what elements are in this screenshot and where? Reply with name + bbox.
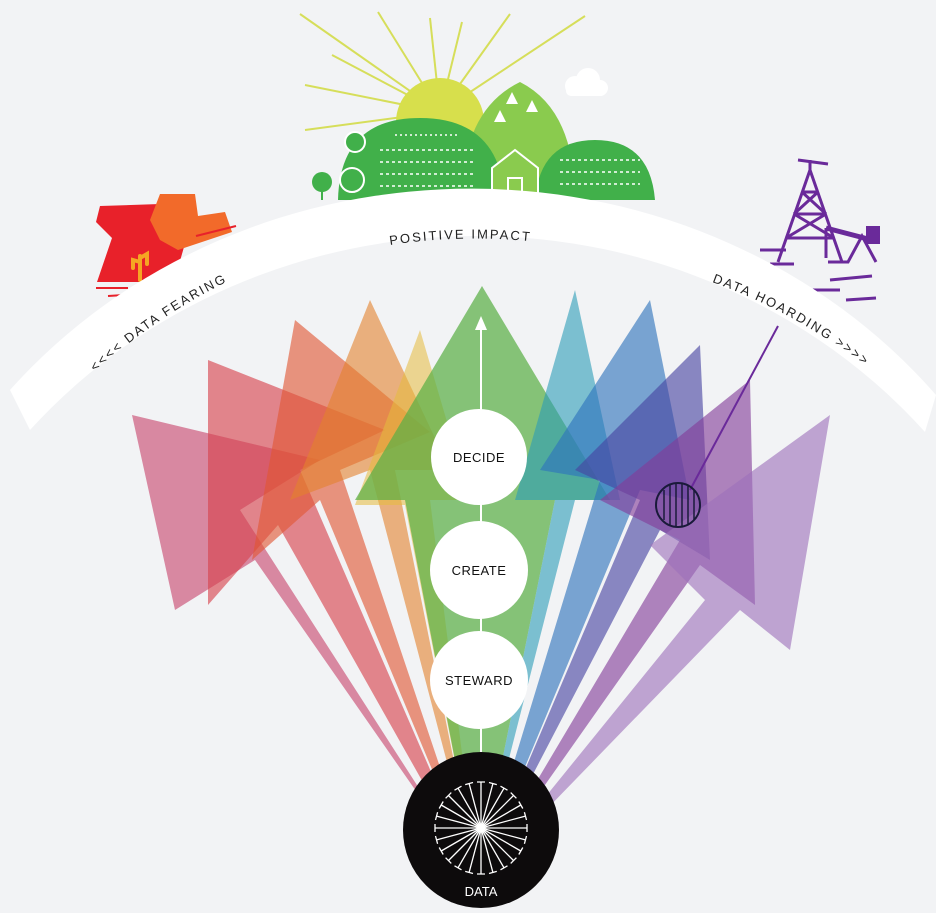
round-trees (312, 131, 366, 200)
stage-create: CREATE (430, 521, 528, 619)
sunny-hills-farm-icon (299, 11, 655, 201)
oil-rig-icon (760, 158, 880, 302)
crop-rows (380, 134, 640, 187)
cloud-icon (565, 68, 608, 96)
stage-decide: DECIDE (431, 409, 527, 505)
hoarding-callout-line (689, 325, 779, 491)
left-hill (338, 118, 505, 200)
stage-steward: STEWARD (430, 631, 528, 729)
arrow-data-hoarding-4 (478, 380, 755, 880)
data-source-label: DATA (465, 884, 498, 899)
stage-create-label: CREATE (452, 563, 507, 578)
pine-trees (494, 92, 538, 122)
hoarding-marker (655, 482, 701, 528)
stage-steward-label: STEWARD (445, 673, 513, 688)
right-hill (535, 140, 655, 200)
stage-decide-label: DECIDE (453, 450, 505, 465)
spine-arrowhead (475, 316, 487, 330)
arrow-data-hoarding-5 (478, 415, 830, 880)
data-source: DATA (403, 752, 559, 908)
impact-arc (10, 188, 936, 432)
data-burst-icon (434, 781, 528, 875)
